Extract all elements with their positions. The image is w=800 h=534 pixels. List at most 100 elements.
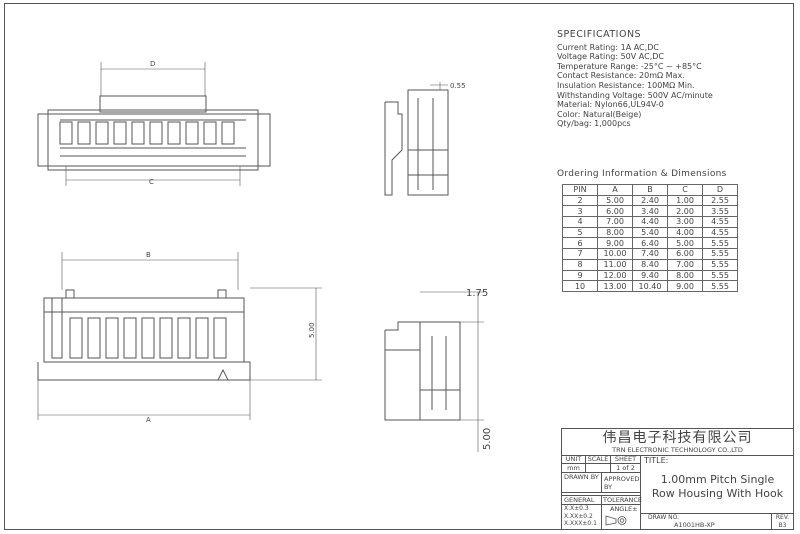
table-cell: 4.40 — [632, 216, 668, 228]
table-cell: 3.40 — [632, 205, 668, 218]
scale-value — [586, 464, 611, 473]
table-cell: 5.55 — [702, 248, 738, 260]
table-cell: 2 — [562, 194, 598, 207]
title-line-2: Row Housing With Hook — [651, 487, 784, 500]
tolerance-1: X.X±0.3 — [564, 505, 589, 512]
company-name-cn: 伟昌电子科技有限公司 — [602, 430, 753, 446]
sheet-value: 1 of 2 — [611, 464, 641, 473]
unit-value: mm — [562, 464, 586, 473]
table-cell: 5.55 — [702, 237, 738, 250]
table-cell: 10.40 — [632, 280, 668, 292]
scale-label: SCALE — [586, 455, 611, 464]
table-cell: 8 — [562, 258, 598, 271]
drawn-by-label: DRAWN BY — [562, 473, 602, 493]
dim-175-label: 1.75 — [466, 288, 488, 299]
approved-by-label: APPROVED BY — [602, 473, 641, 493]
table-cell: 3 — [562, 205, 598, 218]
ordering-title: Ordering Information & Dimensions — [557, 169, 727, 179]
company-name-en: TRN ELECTRONIC TECHNOLOGY CO.,LTD — [612, 446, 743, 454]
table-header-row: PIN A B C D — [562, 184, 738, 196]
table-cell: 10 — [562, 280, 598, 292]
table-cell: 12.00 — [597, 269, 633, 282]
projection-symbol-icon — [605, 515, 627, 526]
tolerance-3: X.XXX±0.1 — [564, 520, 597, 527]
table-cell: 7.00 — [667, 258, 703, 271]
spec-line: Voltage Rating: 50V AC,DC — [557, 52, 664, 62]
specifications-title: SPECIFICATIONS — [557, 29, 642, 40]
spacer — [562, 493, 641, 496]
table-cell: 2.55 — [702, 194, 738, 207]
table-cell: 9.00 — [667, 280, 703, 292]
spec-line: Temperature Range: -25°C ~ +85°C — [557, 61, 702, 71]
angle-cell: ANGLE± — [602, 505, 641, 530]
table-cell: 5.55 — [702, 280, 738, 292]
spec-line: Contact Resistance: 20mΩ Max. — [557, 71, 685, 81]
table-cell: 1.00 — [667, 194, 703, 207]
table-cell: 4 — [562, 216, 598, 228]
drawing-frame — [4, 3, 794, 530]
tolerance-2: X.XX±0.2 — [564, 512, 593, 520]
drawing-title: 1.00mm Pitch Single Row Housing With Hoo… — [642, 473, 793, 503]
top-view — [37, 62, 271, 186]
revision-cell: REV. B3 — [771, 513, 793, 530]
dim-055-label: 0.55 — [450, 82, 466, 90]
spec-line: Current Rating: 1A AC,DC — [557, 42, 659, 52]
divider — [562, 455, 793, 456]
column-header: A — [597, 184, 633, 196]
table-cell: 4.55 — [702, 226, 738, 239]
spec-line: Qty/bag: 1,000pcs — [557, 119, 631, 129]
table-cell: 4.55 — [702, 216, 738, 228]
table-cell: 11.00 — [597, 258, 633, 271]
table-cell: 5.55 — [702, 258, 738, 271]
table-cell: 6.00 — [667, 248, 703, 260]
table-cell: 5.55 — [702, 269, 738, 282]
table-cell: 5 — [562, 226, 598, 239]
table-cell: 3.55 — [702, 205, 738, 218]
dim-500-side-label: 5.00 — [482, 428, 493, 450]
column-header: D — [702, 184, 738, 196]
angle-label: ANGLE± — [610, 505, 638, 513]
dim-d-label: D — [150, 60, 155, 68]
top-side-view — [384, 82, 449, 196]
dim-a-label: A — [146, 416, 151, 424]
draw-no-label: DRAW NO. — [648, 514, 680, 521]
table-cell: 5.40 — [632, 226, 668, 239]
title-label: TITLE: — [644, 456, 669, 465]
tolerance-label: TOLERANCE — [602, 496, 643, 505]
title-line-1: 1.00mm Pitch Single — [660, 473, 775, 486]
table-cell: 6 — [562, 237, 598, 250]
table-cell: 9.00 — [597, 237, 633, 250]
table-cell: 7 — [562, 248, 598, 260]
draw-no-value: A1001HB-XP — [674, 521, 715, 529]
dim-c-label: C — [149, 178, 154, 186]
table-cell: 5.00 — [667, 237, 703, 250]
table-cell: 2.40 — [632, 194, 668, 207]
table-cell: 9.40 — [632, 269, 668, 282]
spec-line: Insulation Resistance: 100MΩ Min. — [557, 80, 695, 90]
table-cell: 7.40 — [632, 248, 668, 260]
column-header: B — [632, 184, 668, 196]
dim-500-front-label: 5.00 — [308, 322, 316, 338]
table-cell: 3.00 — [667, 216, 703, 228]
table-cell: 2.00 — [667, 205, 703, 218]
table-cell: 5.00 — [597, 194, 633, 207]
table-cell: 8.00 — [667, 269, 703, 282]
table-cell: 9 — [562, 269, 598, 282]
spec-line: Color: Natural(Beige) — [557, 109, 642, 119]
general-label: GENERAL — [562, 496, 602, 505]
table-cell: 7.00 — [597, 216, 633, 228]
table-cell: 8.40 — [632, 258, 668, 271]
front-view — [37, 252, 322, 420]
spec-line: Withstanding Voltage: 500V AC/minute — [557, 90, 713, 100]
table-cell: 6.00 — [597, 205, 633, 218]
